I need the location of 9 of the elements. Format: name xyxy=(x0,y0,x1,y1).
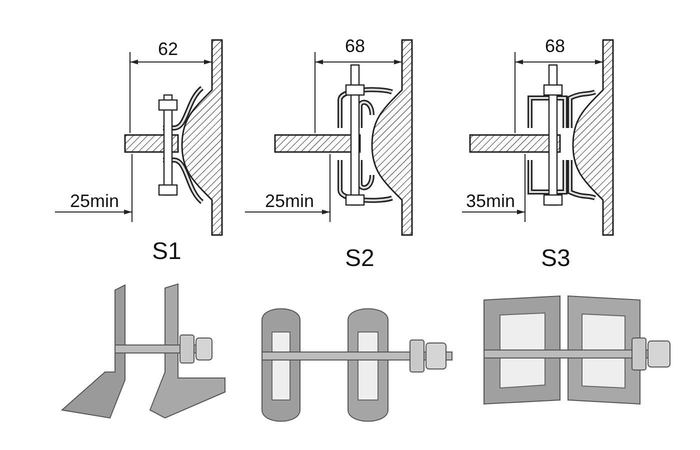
dimension-text: 68 xyxy=(545,37,566,55)
section-label: S3 xyxy=(541,247,570,271)
dimension-text: 62 xyxy=(158,40,178,58)
dimension-text: 35min xyxy=(466,192,516,210)
dimension-text: 68 xyxy=(345,37,366,55)
dimension-text: 25min xyxy=(70,192,120,210)
section-label: S1 xyxy=(152,240,182,264)
dimension-text: 25min xyxy=(265,192,314,210)
section-label: S2 xyxy=(345,247,374,271)
